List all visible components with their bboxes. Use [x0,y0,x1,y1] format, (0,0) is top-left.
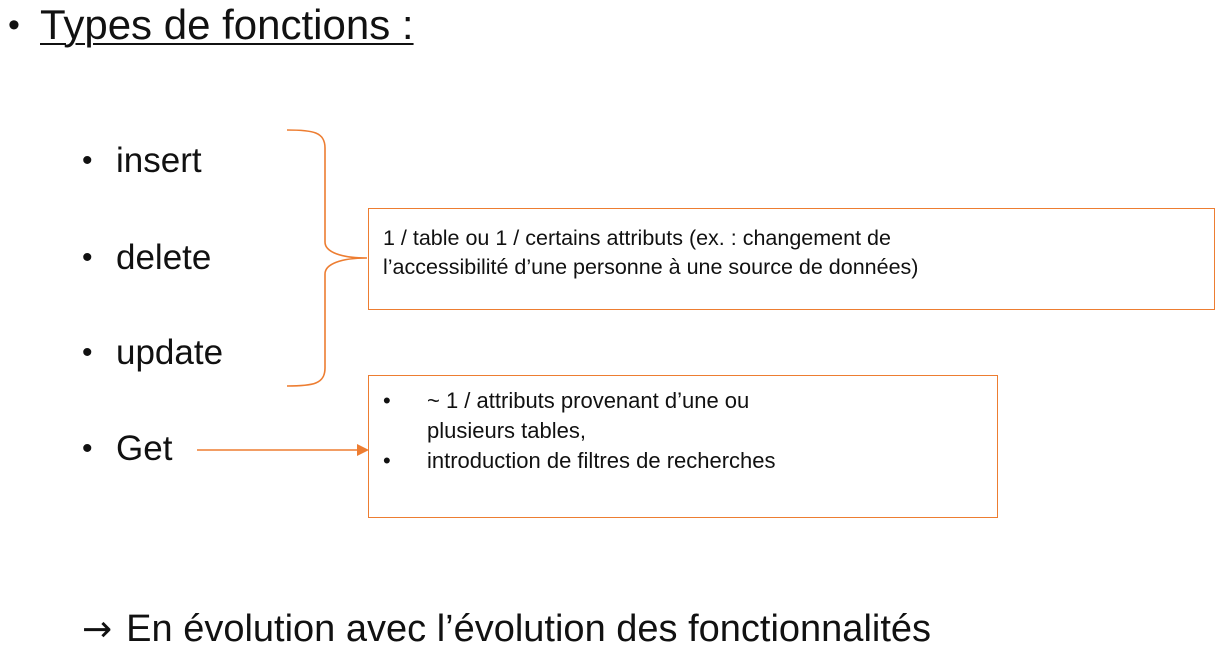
list-item-get: • Get [82,431,172,466]
curly-brace-icon [286,129,368,387]
list-item-delete: • delete [82,240,211,275]
bullet-point: • [82,431,93,465]
title-text: Types de fonctions : [40,1,414,48]
table-attributes-callout: 1 / table ou 1 / certains attributs (ex.… [368,208,1215,310]
get-callout: • ~ 1 / attributs provenant d’une ou plu… [368,375,998,518]
callout-line: ~ 1 / attributs provenant d’une ou [427,388,750,413]
title-bullet: • [8,6,20,45]
slide-title: • Types de fonctions : [8,1,414,48]
callout-line: 1 / table ou 1 / certains attributs (ex.… [383,226,891,250]
get-callout-item: • introduction de filtres de recherches [369,446,997,476]
callout-line: l’accessibilité d’une personne à une sou… [383,255,919,280]
list-item-insert: • insert [82,143,202,178]
bullet-point: • [82,143,93,177]
item-label: update [116,333,224,372]
item-label: Get [116,429,173,468]
conclusion-text: En évolution avec l’évolution des foncti… [126,608,932,650]
get-callout-item: • ~ 1 / attributs provenant d’une ou plu… [369,386,997,446]
bullet-point: • [82,335,93,369]
get-callout-list: • ~ 1 / attributs provenant d’une ou plu… [369,386,997,476]
item-label: insert [116,141,202,180]
bullet-point: • [383,447,391,473]
bullet-point: • [383,388,391,413]
callout-line: introduction de filtres de recherches [427,447,776,473]
bullet-point: • [82,240,93,274]
conclusion-line: → En évolution avec l’évolution des fonct… [82,610,931,648]
arrow-right-icon: → [82,609,113,650]
item-label: delete [116,238,212,277]
callout-line: plusieurs tables, [427,417,586,443]
arrow-right-icon [197,444,369,456]
list-item-update: • update [82,335,223,370]
